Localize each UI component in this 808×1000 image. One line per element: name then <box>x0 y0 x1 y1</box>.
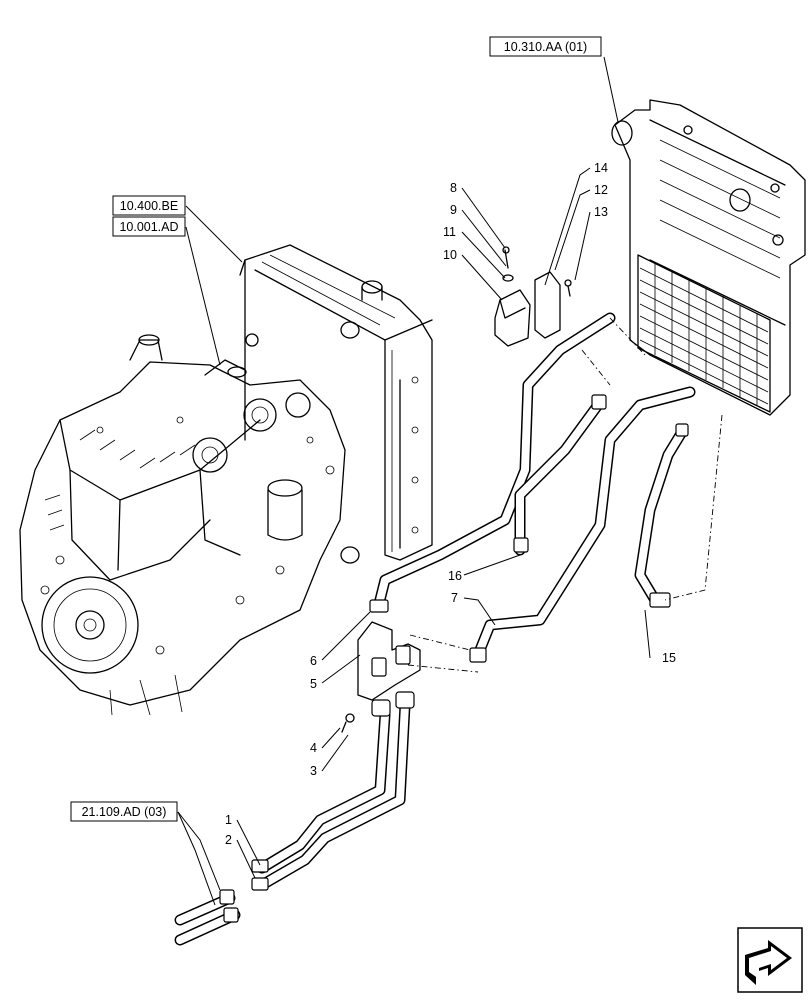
next-page-arrow-icon[interactable] <box>737 927 803 993</box>
connection-lines <box>407 317 723 673</box>
leader-lines <box>177 56 651 906</box>
callout-1: 1 <box>225 813 232 827</box>
callout-16: 16 <box>448 569 462 583</box>
ref-label-engine-2: 10.001.AD <box>119 220 178 234</box>
callout-15: 15 <box>662 651 676 665</box>
bolt-3-4 <box>341 713 355 733</box>
hose-15 <box>634 423 689 608</box>
engine-radiator <box>239 244 433 564</box>
callout-9: 9 <box>450 203 457 217</box>
bracket-assembly <box>494 246 572 347</box>
callout-11: 11 <box>443 225 456 239</box>
ref-box-pipe[interactable]: 21.109.AD (03) <box>70 801 178 822</box>
ref-box-radiator[interactable]: 10.310.AA (01) <box>489 36 602 57</box>
ref-box-engine-2[interactable]: 10.001.AD <box>112 216 186 237</box>
oil-cooler-radiator <box>611 99 806 416</box>
callout-12: 12 <box>594 183 608 197</box>
callout-3: 3 <box>310 764 317 778</box>
lower-pipe-stubs <box>174 889 241 946</box>
callout-numbers: 1 2 3 4 5 6 7 8 9 10 11 12 13 14 15 16 <box>225 161 676 847</box>
callout-6: 6 <box>310 654 317 668</box>
ref-label-pipe: 21.109.AD (03) <box>82 805 167 819</box>
hose-16 <box>513 394 607 556</box>
pipes-1-2 <box>251 691 415 891</box>
ref-box-engine-1[interactable]: 10.400.BE <box>112 195 186 216</box>
callout-7: 7 <box>451 591 458 605</box>
callout-8: 8 <box>450 181 457 195</box>
ref-label-engine-1: 10.400.BE <box>120 199 178 213</box>
callout-14: 14 <box>594 161 608 175</box>
ref-label-radiator: 10.310.AA (01) <box>504 40 587 54</box>
callout-4: 4 <box>310 741 317 755</box>
callout-10: 10 <box>443 248 457 262</box>
engine-assembly <box>19 334 346 716</box>
bracket-5 <box>357 621 421 701</box>
pipe-7 <box>469 386 696 663</box>
callout-5: 5 <box>310 677 317 691</box>
callout-13: 13 <box>594 205 608 219</box>
callout-2: 2 <box>225 833 232 847</box>
